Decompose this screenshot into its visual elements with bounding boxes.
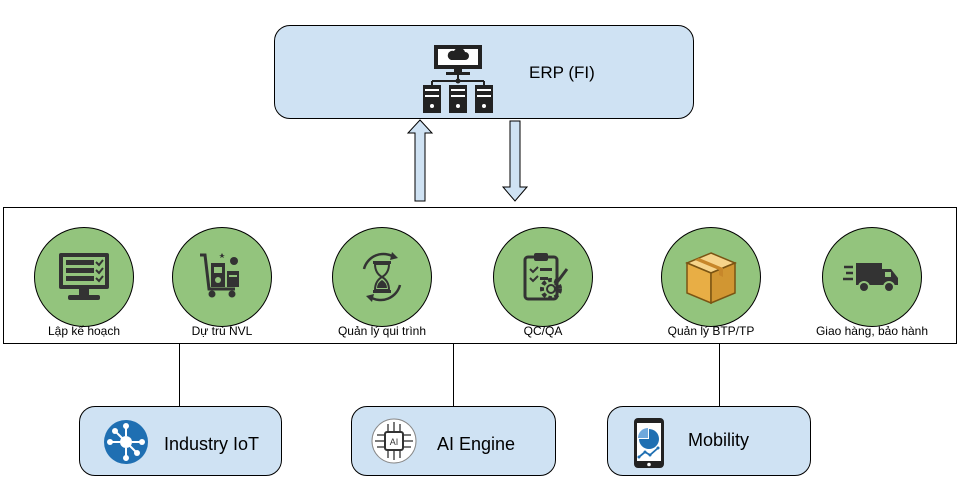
module-qc[interactable]: QC/QA <box>453 227 633 345</box>
erp-label: ERP (FI) <box>529 63 595 82</box>
iot-network-icon <box>103 419 149 465</box>
module-wip-products[interactable]: Quản lý BTP/TP <box>621 227 801 345</box>
module-material[interactable]: Dự trù NVL <box>132 227 312 345</box>
module-label: Quản lý qui trình <box>337 324 427 338</box>
box-icon <box>661 227 761 327</box>
module-label: QC/QA <box>523 324 563 338</box>
data-flow-arrows <box>406 119 529 202</box>
connector-line <box>179 344 180 406</box>
module-label: Quản lý BTP/TP <box>667 324 755 338</box>
module-label: Lập kế hoạch <box>47 324 121 338</box>
hourglass-cycle-icon <box>332 227 432 327</box>
ai-engine-box[interactable]: AI AI Engine <box>351 406 556 476</box>
module-planning[interactable]: Lập kế hoạch <box>0 227 174 345</box>
module-label: Dự trù NVL <box>191 324 253 338</box>
connector-line <box>719 344 720 406</box>
connector-line <box>453 344 454 406</box>
upward-arrow <box>406 119 434 202</box>
mobile-chart-icon <box>632 417 666 469</box>
module-process[interactable]: Quản lý qui trình <box>292 227 472 345</box>
clipboard-gear-icon <box>493 227 593 327</box>
server-network-icon <box>420 43 496 115</box>
integration-label: Industry IoT <box>164 434 260 454</box>
downward-arrow <box>501 120 529 202</box>
delivery-truck-icon <box>822 227 922 327</box>
integration-label: Mobility <box>688 430 750 450</box>
module-label: Giao hàng, bảo hành <box>815 324 929 338</box>
industry-iot-box[interactable]: Industry IoT <box>79 406 282 476</box>
material-cart-icon <box>172 227 272 327</box>
module-delivery[interactable]: Giao hàng, bảo hành <box>782 227 960 345</box>
ai-chip-icon: AI <box>371 418 417 464</box>
modules-panel: Lập kế hoạch Dự trù NVL <box>3 207 957 344</box>
planning-monitor-icon <box>34 227 134 327</box>
svg-text:AI: AI <box>390 437 399 447</box>
erp-box[interactable]: ERP (FI) <box>274 25 694 119</box>
mobility-box[interactable]: Mobility <box>607 406 811 476</box>
integration-label: AI Engine <box>437 434 516 454</box>
